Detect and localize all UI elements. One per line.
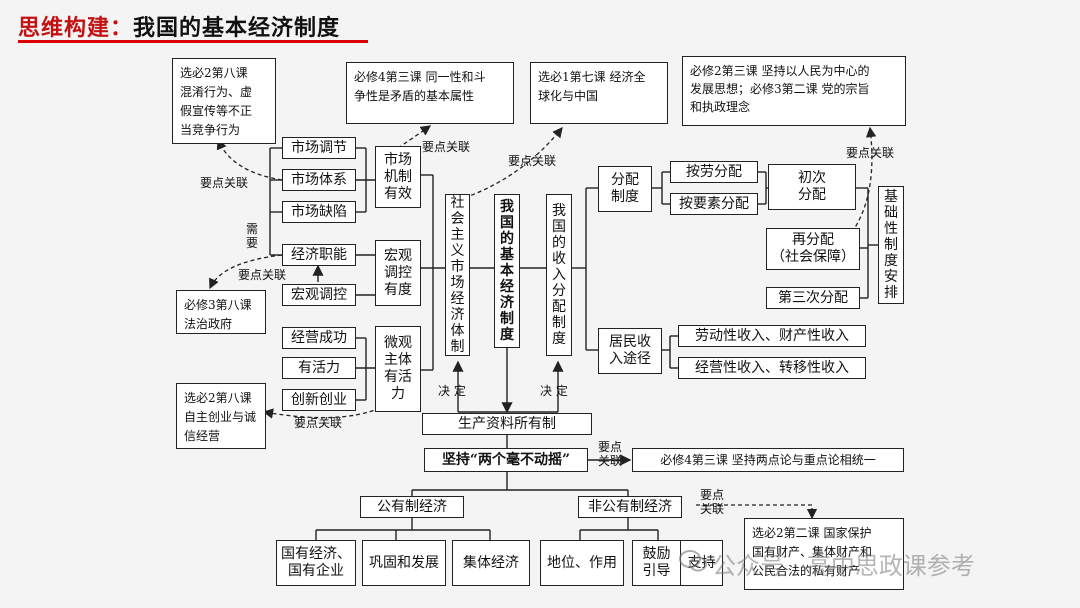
state-owned-economy: 国有经济、 国有企业 [276, 540, 356, 586]
consolidate-develop: 巩固和发展 [362, 540, 446, 586]
basic-economic-system: 我 国 的 基 本 经 济 制 度 [494, 194, 520, 348]
socialist-market-economy-system: 社 会 主 义 市 场 经 济 体 制 [445, 194, 470, 356]
distribution-system: 分配 制度 [598, 166, 652, 212]
innovation-entrepreneurship: 创新创业 [282, 389, 356, 411]
market-mechanism-effective: 市场 机制 有效 [375, 146, 421, 208]
collective-economy: 集体经济 [452, 540, 530, 586]
resident-income-channels: 居民收 入途径 [598, 328, 662, 374]
watermark: 公众号 · 高中思政课参考 [712, 552, 975, 580]
macro-control: 宏观调控 [282, 284, 356, 306]
page-title: 思维构建：我国的基本经济制度 [18, 16, 341, 41]
ref-xuanbi2-2-property-protection: 选必2第二课 国家保护 国有财产、集体财产和 公民合法的私有财产 [744, 518, 904, 590]
ref-bixiu4-3-two-point: 必修4第三课 坚持两点论与重点论相统一 [632, 448, 904, 472]
vitality: 有活力 [282, 357, 356, 379]
economic-function: 经济职能 [282, 244, 356, 266]
key-link-label: 要点关联 [200, 176, 249, 190]
third-distribution: 第三次分配 [766, 287, 860, 309]
ref-xuanbi1-7-globalization: 选必1第七课 经济全 球化与中国 [530, 62, 668, 124]
market-system: 市场体系 [282, 169, 356, 191]
wechat-logo-icon [679, 550, 707, 572]
key-link-label: 要点关联 [508, 154, 557, 168]
ref-xuanbi2-8-startup: 选必2第八课 自主创业与诚 信经营 [176, 383, 266, 449]
business-success: 经营成功 [282, 327, 356, 349]
basic-institutional-arrangement: 基 础 性 制 度 安 排 [878, 186, 904, 304]
ref-bixiu3-8-rule-of-law: 必修3第八课 法治政府 [176, 290, 266, 334]
ref-xuanbi2-8-competition: 选必2第八课 混淆行为、虚 假宣传等不正 当竞争行为 [172, 58, 276, 144]
macro-control-moderate: 宏观 调控 有度 [375, 240, 421, 306]
key-link-label: 要点关联 [846, 146, 895, 160]
redistribution: 再分配 （社会保障） [766, 228, 860, 270]
need-label: 需 要 [246, 222, 259, 250]
primary-distribution: 初次 分配 [768, 164, 856, 210]
encourage-guide: 鼓励 引导 [632, 540, 681, 586]
ref-bixiu2-3-people-centered: 必修2第三课 坚持以人民为中心的 发展思想；必修3第二课 党的宗旨 和执政理念 [682, 56, 906, 126]
market-regulation: 市场调节 [282, 137, 356, 159]
business-transfer-income: 经营性收入、转移性收入 [678, 357, 866, 379]
key-link-label: 要点关联 [422, 140, 471, 154]
determine-label: 决 定 [438, 384, 466, 398]
key-link-label: 要点关联 [294, 416, 343, 430]
key-link-label-split: 要点 关联 [598, 440, 623, 468]
means-of-production-ownership: 生产资料所有制 [422, 413, 592, 435]
ref-bixiu4-3-contradiction: 必修4第三课 同一性和斗 争性是矛盾的基本属性 [346, 62, 514, 124]
determine-label: 决 定 [540, 384, 568, 398]
two-unwavering: 坚持“两个毫不动摇” [424, 448, 588, 472]
distribution-by-labor: 按劳分配 [670, 161, 758, 183]
labor-property-income: 劳动性收入、财产性收入 [678, 325, 866, 347]
distribution-by-factors: 按要素分配 [670, 193, 758, 215]
title-underline [18, 40, 368, 43]
key-link-label: 要点关联 [238, 268, 287, 282]
key-link-label-split: 要点 关联 [700, 488, 725, 516]
status-role: 地位、作用 [540, 540, 624, 586]
public-ownership-economy: 公有制经济 [360, 496, 464, 518]
market-failure: 市场缺陷 [282, 201, 356, 223]
income-distribution-system: 我 国 的 收 入 分 配 制 度 [546, 194, 572, 356]
non-public-ownership-economy: 非公有制经济 [578, 496, 682, 518]
micro-subject-vitality: 微观 主体 有活 力 [375, 326, 421, 412]
